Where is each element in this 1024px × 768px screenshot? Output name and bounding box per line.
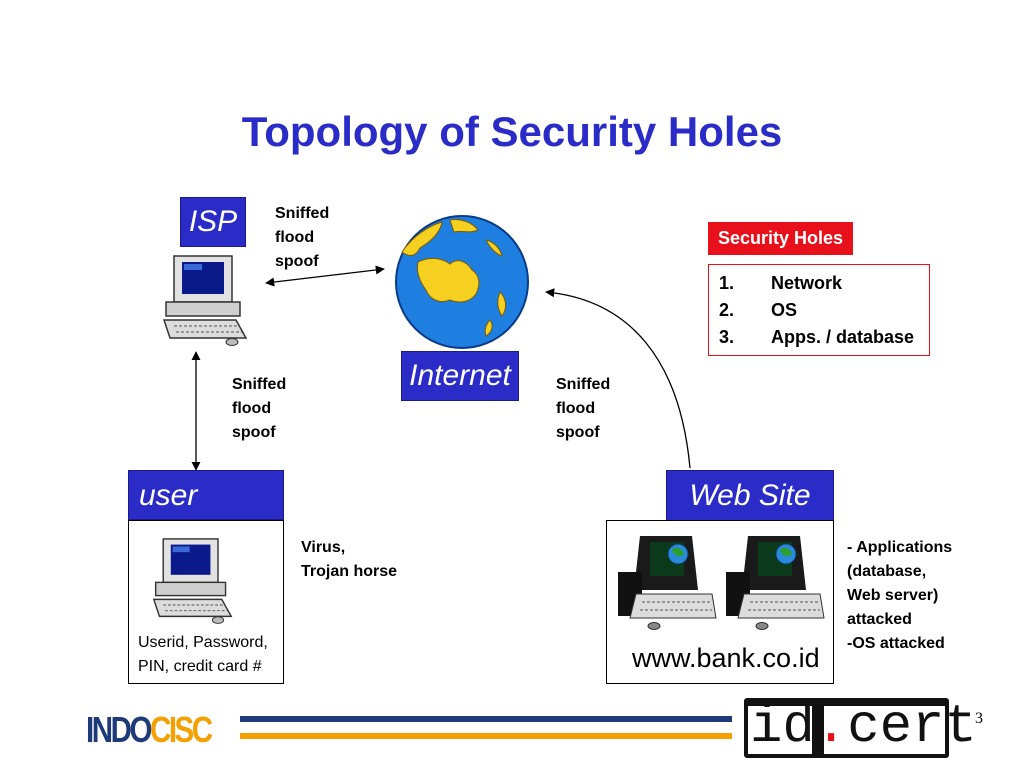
isp-internet-link [265,265,385,287]
isp-computer-icon [162,255,248,346]
indocisc-logo: INDOCISC [86,709,213,750]
threat-spoof: spoof [275,253,319,270]
isp-user-threats: Sniffed flood spoof [232,373,312,445]
threat-flood: flood [556,400,596,417]
threat-flood: flood [275,229,315,246]
footer-line-navy [240,716,732,722]
internet-website-threats: Sniffed flood spoof [556,373,636,445]
isp-internet-threats: Sniffed flood spoof [275,202,355,274]
threat-sniffed: Sniffed [232,376,287,393]
security-holes-list: 1.Network 2.OS 3.Apps. / database [708,264,930,356]
list-item: 1.Network [719,273,843,293]
website-attacks: - Applications (database, Web server) at… [847,539,953,652]
website-url: www.bank.co.id [632,643,820,673]
threat-flood: flood [232,400,272,417]
threat-spoof: spoof [232,424,276,441]
server-computer-icon [618,536,717,630]
isp-label: ISP [180,197,246,247]
website-label: Web Site [666,470,834,522]
user-threats: Virus, Trojan horse [301,539,398,580]
idcert-logo: id.cert [744,698,977,758]
page-number: 3 [975,710,983,727]
list-item: 3.Apps. / database [719,327,915,347]
list-item: 2.OS [719,300,798,320]
threat-spoof: spoof [556,424,600,441]
internet-label: Internet [401,351,519,401]
website-internet-link [545,288,691,469]
server-computers-icon [618,536,825,630]
user-data-text: Userid, Password, PIN, credit card # [138,634,268,675]
user-computer-icon [152,538,233,624]
threat-sniffed: Sniffed [275,205,330,222]
globe-icon [395,215,529,349]
server-computer-icon [726,536,825,630]
page-title: Topology of Security Holes [241,108,783,155]
threat-sniffed: Sniffed [556,376,611,393]
security-holes-title: Security Holes [708,222,854,255]
user-label: user [128,470,284,520]
footer-line-orange [240,733,732,739]
